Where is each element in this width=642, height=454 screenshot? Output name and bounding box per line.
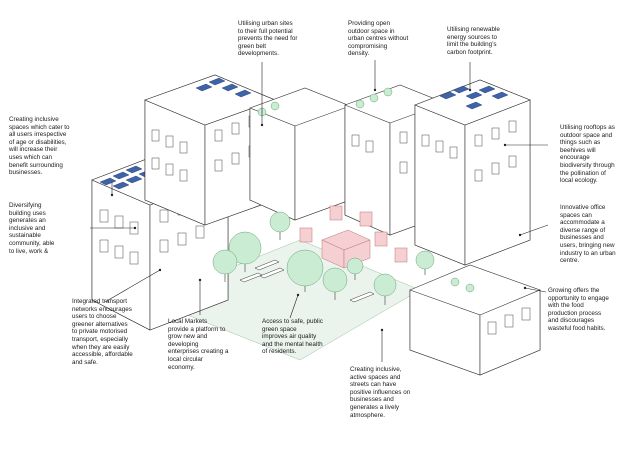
leader-lines bbox=[90, 60, 549, 362]
right-building bbox=[414, 79, 531, 266]
annotation-renewable: Utilising renewable energy sources to li… bbox=[447, 26, 500, 56]
annotation-active-streets: Creating inclusive, active spaces and st… bbox=[350, 366, 411, 419]
annotation-inclusive-spaces: Creating inclusive spaces which cater to… bbox=[9, 116, 70, 177]
annotation-markets: Local Markets provide a platform to grow… bbox=[168, 318, 229, 371]
annotation-urban-sites: Utilising urban sites to their full pote… bbox=[238, 20, 298, 58]
trees bbox=[212, 211, 435, 305]
front-right-building bbox=[409, 264, 541, 376]
solar-panels-right bbox=[439, 85, 509, 110]
annotation-open-space: Providing open outdoor space in urban ce… bbox=[348, 20, 409, 58]
benches bbox=[239, 259, 375, 303]
annotation-rooftops: Utilising rooftops as outdoor space and … bbox=[560, 124, 615, 185]
solar-panels-back-left bbox=[195, 77, 252, 98]
annotation-transport: Integrated transport networks encourages… bbox=[72, 298, 133, 366]
annotation-green-space: Access to safe, public green space impro… bbox=[262, 318, 323, 356]
annotation-diversifying: Diversifying building uses generates an … bbox=[9, 202, 55, 255]
annotation-growing: Growing offers the opportunity to engage… bbox=[548, 287, 609, 332]
annotation-office: Innovative office spaces can accommodate… bbox=[560, 204, 616, 265]
windows-back-left bbox=[151, 115, 257, 182]
back-centre-building bbox=[249, 87, 351, 221]
market-stalls bbox=[299, 205, 408, 269]
